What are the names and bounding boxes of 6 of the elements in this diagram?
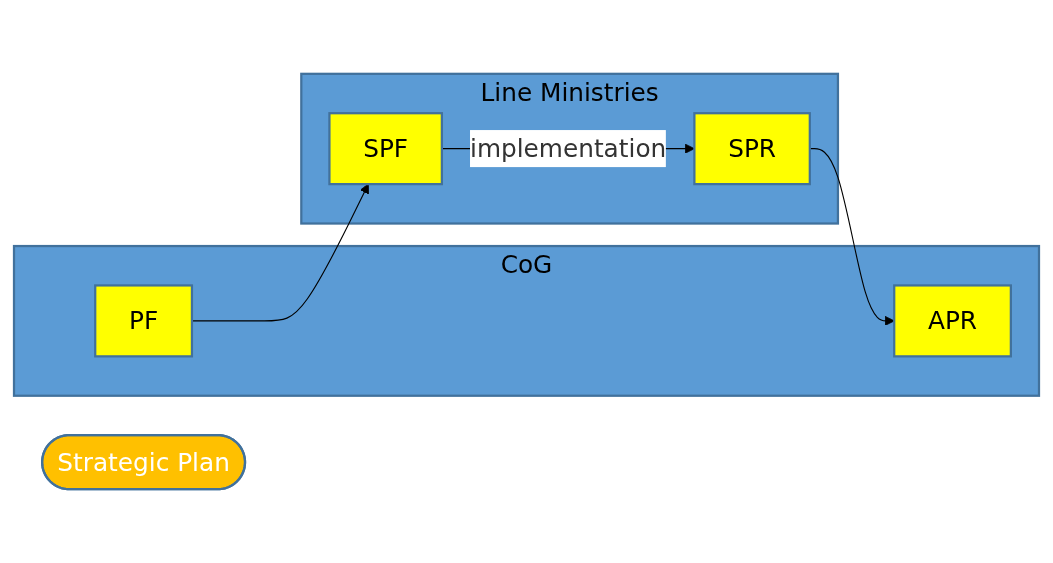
node-box: APR [893, 284, 1012, 358]
arrow [809, 148, 895, 326]
node-box: SPR [693, 112, 811, 186]
edge-label: implementation [470, 134, 667, 163]
node-box: SPF [328, 112, 443, 186]
node-box: PF [94, 284, 194, 358]
